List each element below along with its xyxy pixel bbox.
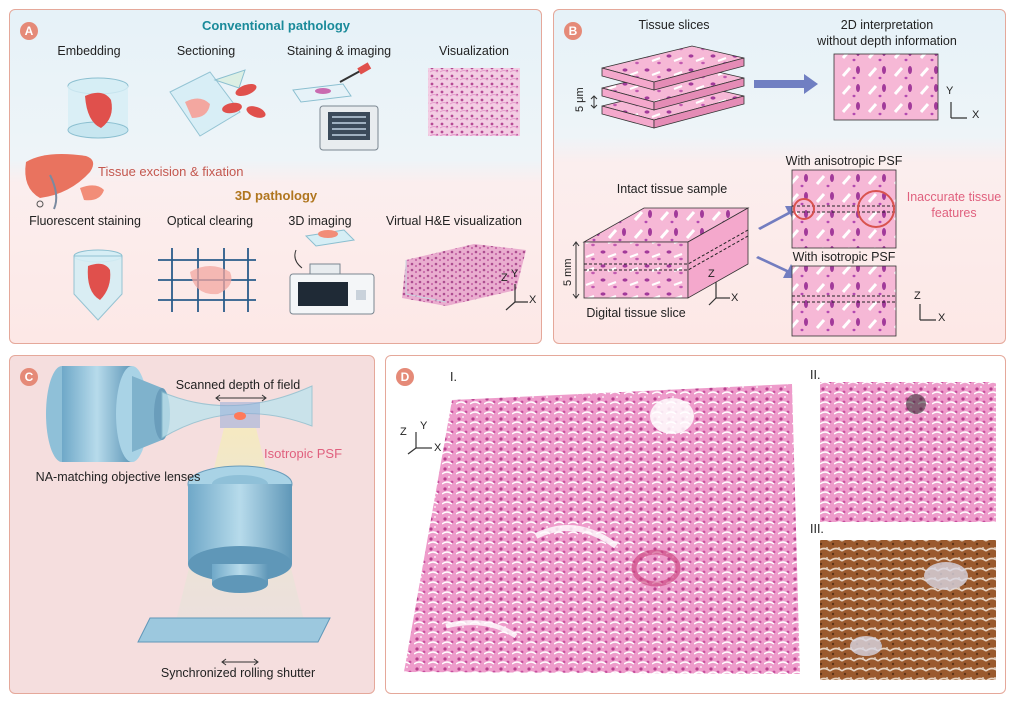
2d-interpretation-label-1: 2D interpretation: [840, 18, 934, 32]
panel-a: A Conventional pathology Embedding Secti…: [9, 9, 542, 344]
horizontal-objective-lens: [46, 366, 170, 462]
axis-y-label: Y: [511, 268, 519, 280]
step-embedding: Embedding: [57, 44, 121, 58]
intact-tissue-label: Intact tissue sample: [616, 182, 728, 196]
image-label-i: I.: [450, 370, 457, 384]
axes-zx-mid-icon: [708, 282, 730, 306]
panel-c-badge: C: [20, 368, 38, 386]
axes-yx-top-icon: [950, 102, 967, 119]
isotropic-psf-image: [791, 265, 897, 337]
axes-3d-icon-d: [407, 432, 432, 455]
scanned-depth-label: Scanned depth of field: [175, 378, 301, 392]
step-sectioning: Sectioning: [176, 44, 236, 58]
panel-b-illustrations: [572, 45, 967, 337]
he-main-image: [404, 384, 800, 674]
step-fluorescent-staining: Fluorescent staining: [29, 214, 141, 228]
conical-tube-icon: [73, 249, 123, 321]
depth-label: 5 mm: [562, 258, 574, 287]
axis-x-d: X: [434, 442, 442, 454]
3d-imaging-microscope-icon: [289, 229, 375, 315]
rolling-shutter-label: Synchronized rolling shutter: [160, 666, 316, 680]
panel-d: D I. II. III. Z Y X: [385, 355, 1006, 694]
digital-slice-label: Digital tissue slice: [586, 306, 686, 320]
axis-y-d: Y: [420, 420, 428, 432]
axis-x-top: X: [972, 109, 980, 121]
arrow-aniso: [758, 206, 801, 230]
optical-clearing-grid-icon: [158, 248, 256, 312]
scanner-icon: [292, 62, 379, 151]
arrow-iso: [756, 256, 799, 278]
axis-x-mid: X: [731, 292, 739, 304]
sectioning-icon: [169, 69, 266, 137]
2d-interpretation-image: [833, 53, 939, 121]
axes-3d-icon: [505, 284, 528, 311]
panel-b: B Tissue slices 2D interpretation withou…: [553, 9, 1006, 344]
panel-c: C Scanned depth of field Isotropic PSF N…: [9, 355, 375, 694]
2d-interpretation-label-2: without depth information: [817, 34, 957, 48]
panel-d-badge: D: [396, 368, 414, 386]
isotropic-psf-label: With isotropic PSF: [792, 250, 896, 264]
liver-icon: [25, 154, 104, 210]
ihc-inset-image: [820, 540, 996, 680]
tissue-slices-stack: [590, 45, 745, 129]
step-3d-imaging: 3D imaging: [288, 214, 352, 228]
axes-zx-bottom-icon: [919, 304, 936, 321]
panel-c-illustrations: [46, 366, 331, 666]
intact-tissue-block: [572, 207, 750, 299]
step-optical-clearing: Optical clearing: [166, 214, 254, 228]
step-virtual-he: Virtual H&E visualization: [386, 214, 522, 228]
camera-sensor: [137, 617, 331, 643]
panel-b-badge: B: [564, 22, 582, 40]
inaccurate-features-label-1: Inaccurate tissue: [906, 190, 1002, 204]
virtual-he-3d-block: [402, 244, 526, 306]
objective-lenses-label: NA-matching objective lenses: [35, 470, 201, 484]
anisotropic-psf-image: [791, 169, 897, 249]
step-staining-imaging: Staining & imaging: [286, 44, 392, 58]
arrow-top: [754, 74, 818, 94]
he-visualization-thumbnail: [428, 68, 520, 136]
panel-a-badge: A: [20, 22, 38, 40]
thickness-label: 5 μm: [574, 87, 586, 112]
conventional-pathology-title: Conventional pathology: [201, 18, 351, 33]
embedding-cylinder-icon: [67, 77, 129, 139]
axis-x-bottom: X: [938, 312, 946, 324]
tissue-slices-label: Tissue slices: [638, 18, 710, 32]
axis-x-label: X: [529, 294, 537, 306]
axis-y-top: Y: [946, 85, 954, 97]
axis-z-mid: Z: [708, 268, 715, 280]
tissue-excision-label: Tissue excision & fixation: [98, 164, 244, 179]
anisotropic-psf-label: With anisotropic PSF: [785, 154, 903, 168]
axis-z-d: Z: [400, 426, 407, 438]
axis-z-label: Z: [501, 272, 508, 284]
3d-pathology-title: 3D pathology: [234, 188, 318, 203]
panel-d-illustrations: [404, 382, 996, 680]
vertical-objective-lens: [187, 465, 293, 593]
axis-z-bottom: Z: [914, 290, 921, 302]
step-visualization: Visualization: [439, 44, 509, 58]
image-label-ii: II.: [810, 368, 821, 382]
isotropic-psf-label-c: Isotropic PSF: [264, 446, 343, 461]
panel-a-illustrations: [25, 62, 528, 321]
image-label-iii: III.: [810, 522, 824, 536]
inaccurate-features-label-2: features: [931, 206, 977, 220]
psf-spot: [234, 412, 246, 420]
